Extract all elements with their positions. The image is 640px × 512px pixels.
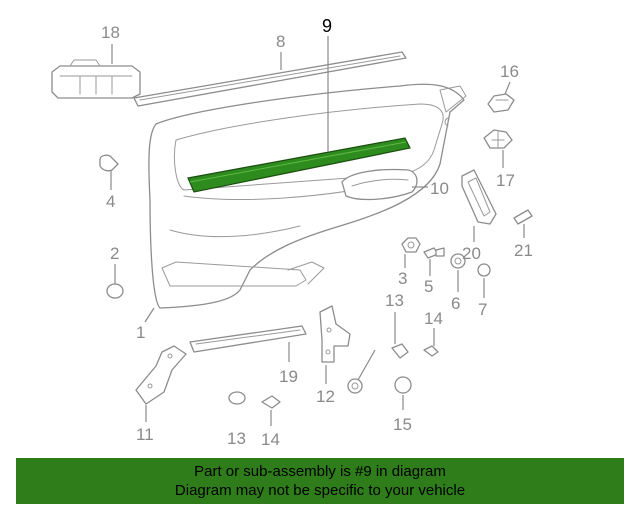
callout-13a: 13: [385, 291, 404, 310]
callout-13b: 13: [227, 429, 246, 448]
callout-4: 4: [106, 192, 115, 211]
callout-21: 21: [514, 241, 533, 260]
part-14-clip-bottom: [261, 395, 281, 409]
part-7-plug: [477, 263, 491, 277]
part-14-pin-right: [423, 345, 439, 357]
callout-12: 12: [316, 387, 335, 406]
part-16-push-clip: [487, 93, 515, 113]
part-20-switch-bezel: [461, 169, 497, 225]
part-18-handle-cup: [51, 59, 141, 99]
part-3-grommet: [401, 237, 421, 253]
leader-lines: [110, 36, 525, 426]
callout-10: 10: [430, 179, 449, 198]
part-8-upper-molding: [133, 51, 407, 107]
callout-11: 11: [136, 425, 154, 444]
callout-8: 8: [276, 32, 285, 51]
callout-5: 5: [424, 277, 433, 296]
part-17-retainer-clip: [483, 129, 513, 149]
callout-2: 2: [110, 244, 119, 263]
part-13-clip-right: [391, 343, 409, 359]
callout-3: 3: [398, 269, 407, 288]
callout-15: 15: [393, 415, 412, 434]
part-13-screw-bottom: [228, 391, 246, 405]
callout-9: 9: [322, 16, 332, 36]
part-21-small-clip: [513, 209, 533, 225]
banner-line-1: Part or sub-assembly is #9 in diagram: [194, 463, 446, 480]
leader-13b: [357, 349, 376, 381]
callout-19: 19: [279, 367, 298, 386]
part-9-trim-strip: [187, 137, 411, 193]
part-19-lower-molding: [189, 325, 307, 353]
leader-16: [504, 81, 511, 95]
callout-6: 6: [451, 294, 460, 313]
callout-17: 17: [496, 171, 515, 190]
part-10-armrest-insert: [341, 168, 418, 201]
callout-labels: 18 8 9 16 17 4 10 2 20 21 3 5 6 7 1 13 1…: [101, 16, 533, 449]
part-15-round-cap: [394, 376, 412, 394]
callout-20: 20: [462, 244, 481, 263]
callout-18: 18: [101, 23, 120, 42]
part-2-round-plug: [106, 283, 124, 299]
callout-7: 7: [478, 300, 487, 319]
part-1-door-trim-panel: [148, 83, 467, 309]
part-6-washer: [450, 253, 466, 269]
callout-16: 16: [500, 62, 519, 81]
leader-1: [144, 307, 155, 323]
part-4-fastener: [99, 154, 119, 172]
part-12-bracket: [319, 305, 351, 363]
door-trim-exploded-diagram: 18 8 9 16 17 4 10 2 20 21 3 5 6 7 1 13 1…: [51, 16, 533, 449]
part-5-screw: [423, 247, 445, 259]
callout-14a: 14: [424, 309, 443, 328]
banner-line-2: Diagram may not be specific to your vehi…: [174, 482, 466, 499]
part-13-nut-lower: [347, 378, 363, 394]
callout-1: 1: [136, 323, 145, 342]
part-11-bracket: [135, 345, 187, 405]
info-banner: Part or sub-assembly is #9 in diagram Di…: [16, 458, 624, 504]
callout-14b: 14: [261, 430, 280, 449]
